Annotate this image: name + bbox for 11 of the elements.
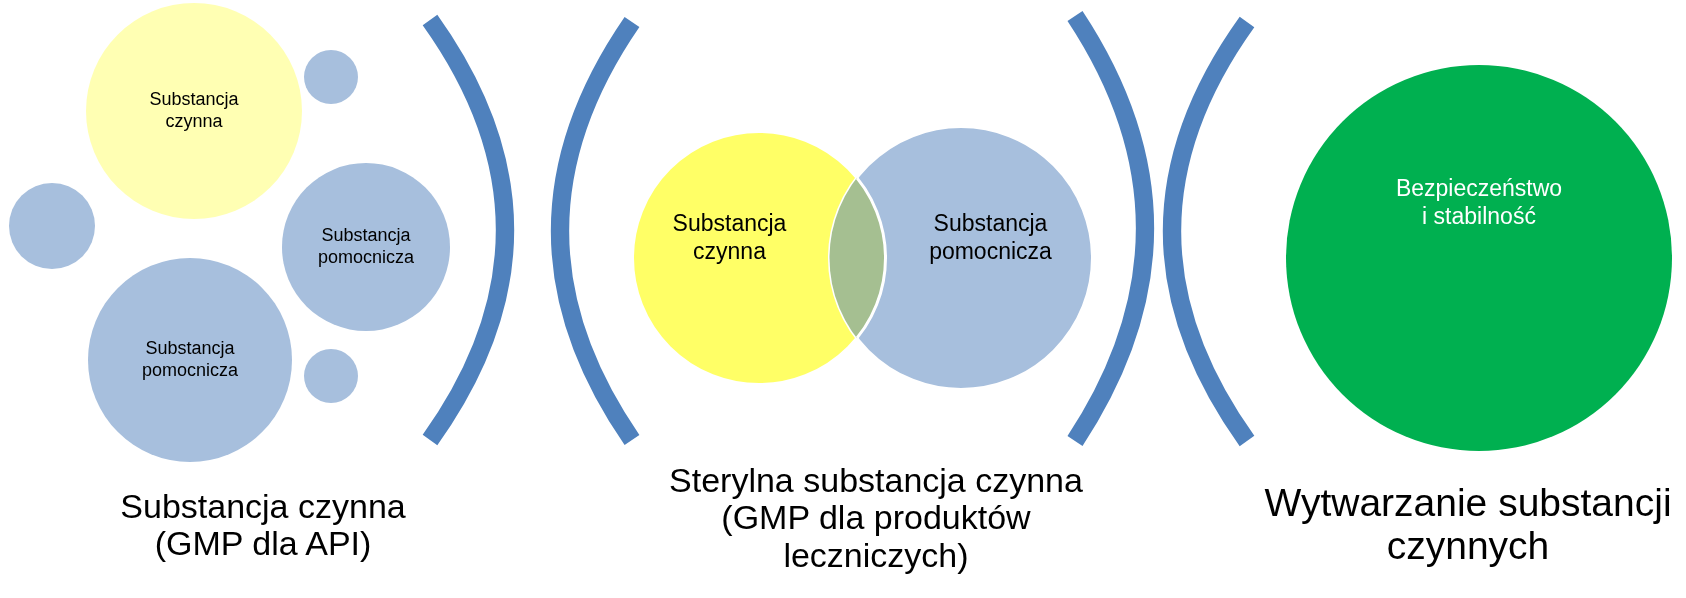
circle-label: Substancja pomocnicza [910, 210, 1071, 266]
section-caption: Wytwarzanie substancji czynnych [1263, 482, 1673, 568]
circle-label: Substancja pomocnicza [140, 338, 239, 382]
circle [304, 50, 358, 104]
circle-label: Substancja czynna [654, 210, 805, 266]
circle-label: Bezpieczeństwo i stabilność [1394, 175, 1564, 231]
circle-label: Substancja pomocnicza [316, 225, 415, 269]
circle-label: Substancja czynna [148, 89, 240, 133]
circle [304, 349, 358, 403]
section-caption: Substancja czynna (GMP dla API) [119, 488, 407, 563]
section-caption: Sterylna substancja czynna (GMP dla produktów leczniczych) [668, 462, 1084, 575]
